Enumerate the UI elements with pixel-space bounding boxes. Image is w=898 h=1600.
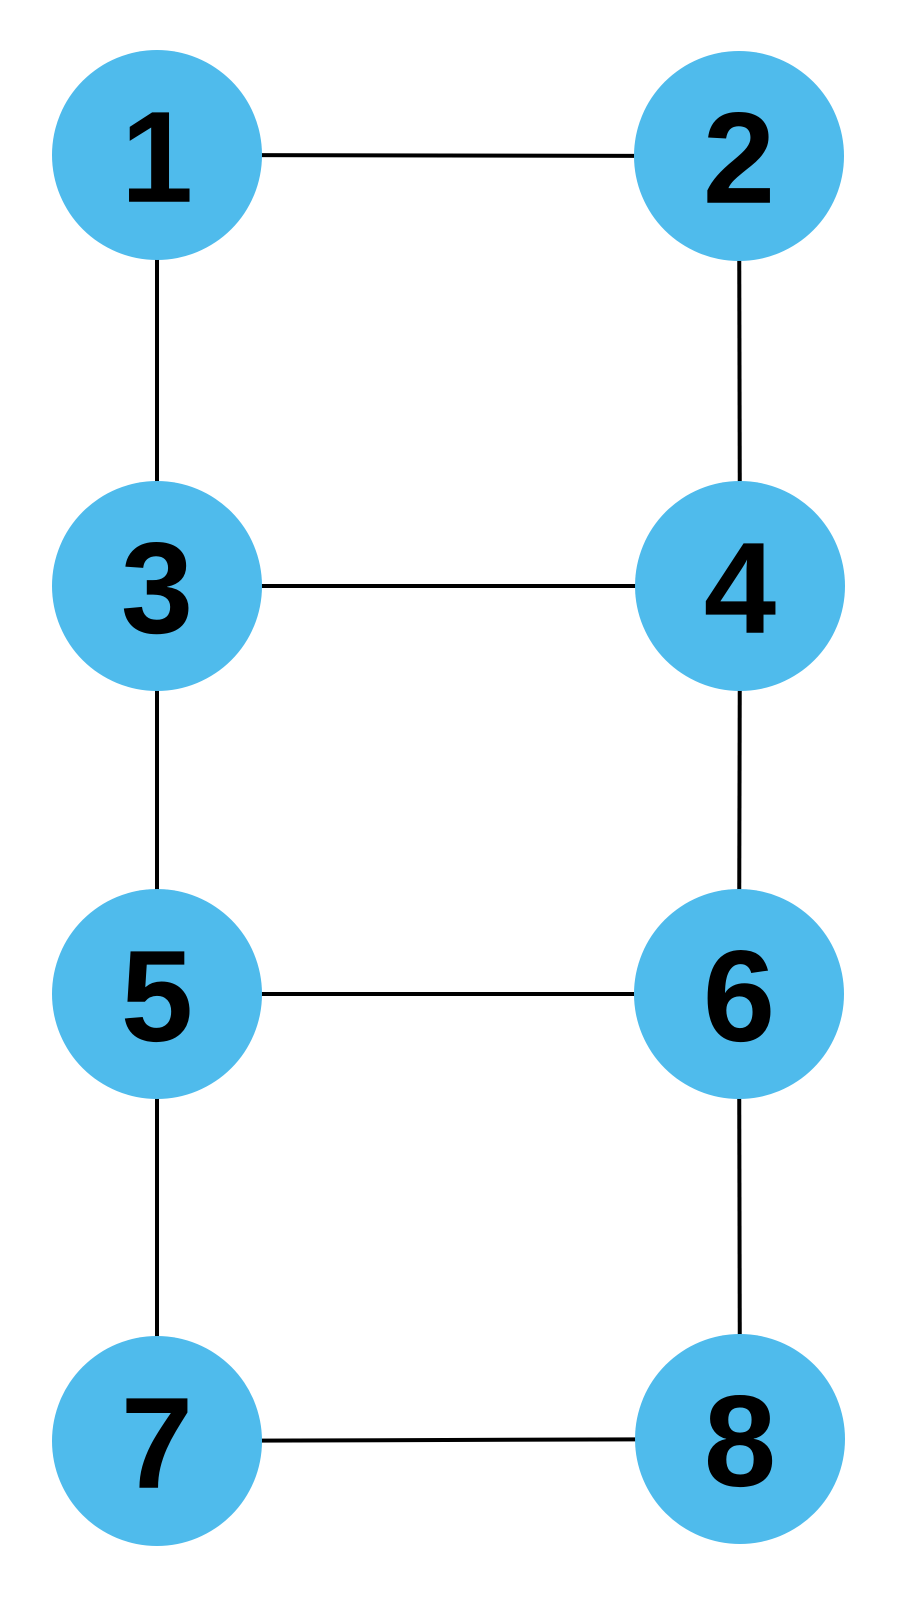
node-label-6: 6 <box>703 923 775 1069</box>
node-label-3: 3 <box>121 515 193 661</box>
node-circle-8 <box>635 1334 845 1544</box>
node-circle-6 <box>634 889 844 1099</box>
graph-node-3: 3 <box>52 481 262 691</box>
node-circle-7 <box>52 1336 262 1546</box>
node-circle-2 <box>634 51 844 261</box>
node-label-1: 1 <box>121 84 193 230</box>
node-circle-5 <box>52 889 262 1099</box>
node-label-2: 2 <box>703 85 775 231</box>
node-label-4: 4 <box>704 515 776 661</box>
node-circle-3 <box>52 481 262 691</box>
graph-node-1: 1 <box>52 50 262 260</box>
edge-layer <box>155 153 742 1443</box>
graph-node-8: 8 <box>635 1334 845 1544</box>
graph-node-6: 6 <box>634 889 844 1099</box>
graph-node-4: 4 <box>635 481 845 691</box>
graph-node-7: 7 <box>52 1336 262 1546</box>
node-label-7: 7 <box>121 1370 193 1516</box>
node-label-8: 8 <box>704 1368 776 1514</box>
node-label-5: 5 <box>121 923 193 1069</box>
graph-node-2: 2 <box>634 51 844 261</box>
node-circle-1 <box>52 50 262 260</box>
graph-node-5: 5 <box>52 889 262 1099</box>
node-layer: 1 2 3 4 5 6 7 8 <box>52 50 845 1546</box>
node-circle-4 <box>635 481 845 691</box>
